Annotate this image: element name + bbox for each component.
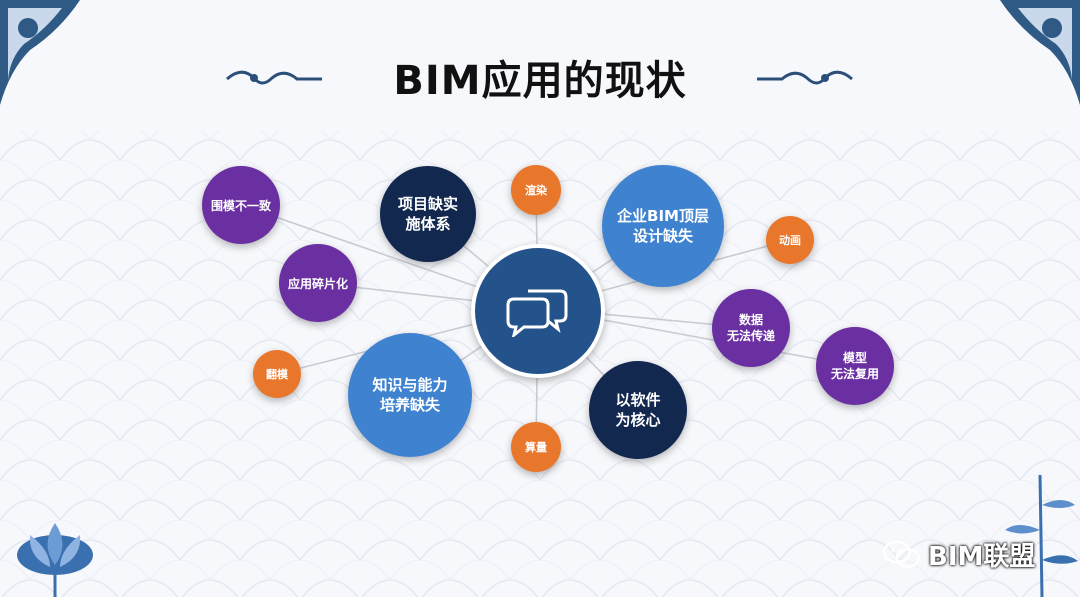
title-ornament-left	[226, 70, 322, 85]
watermark-text: BIM联盟	[928, 542, 1036, 572]
node-knowledge-training: 知识与能力 培养缺失	[348, 333, 472, 457]
page-title: BIM应用的现状	[393, 58, 687, 104]
corner-ornament-top-right	[1000, 0, 1080, 105]
node-fragmented-applications: 应用碎片化	[279, 244, 357, 322]
title-ornament-right	[757, 70, 853, 85]
bamboo-ornament-icon	[1005, 475, 1078, 597]
node-enterprise-top-level-design: 企业BIM顶层 设计缺失	[602, 165, 724, 287]
node-inconsistent-models: 围模不一致	[202, 166, 280, 244]
lotus-flower-icon	[17, 523, 93, 597]
wechat-icon	[882, 540, 921, 568]
chat-bubbles-icon	[506, 289, 568, 337]
node-remodeling: 翻模	[253, 350, 301, 398]
node-model-cannot-reuse: 模型 无法复用	[816, 327, 894, 405]
node-quantity-takeoff: 算量	[511, 422, 561, 472]
watermark: BIM联盟	[882, 536, 1035, 573]
corner-ornament-top-left	[0, 0, 80, 105]
node-animation: 动画	[766, 216, 814, 264]
hub-node	[471, 244, 605, 378]
node-rendering: 渲染	[511, 165, 561, 215]
node-data-cannot-transfer: 数据 无法传递	[712, 289, 790, 367]
node-software-centric: 以软件 为核心	[589, 361, 687, 459]
node-lack-of-implementation-system: 项目缺实 施体系	[380, 166, 476, 262]
